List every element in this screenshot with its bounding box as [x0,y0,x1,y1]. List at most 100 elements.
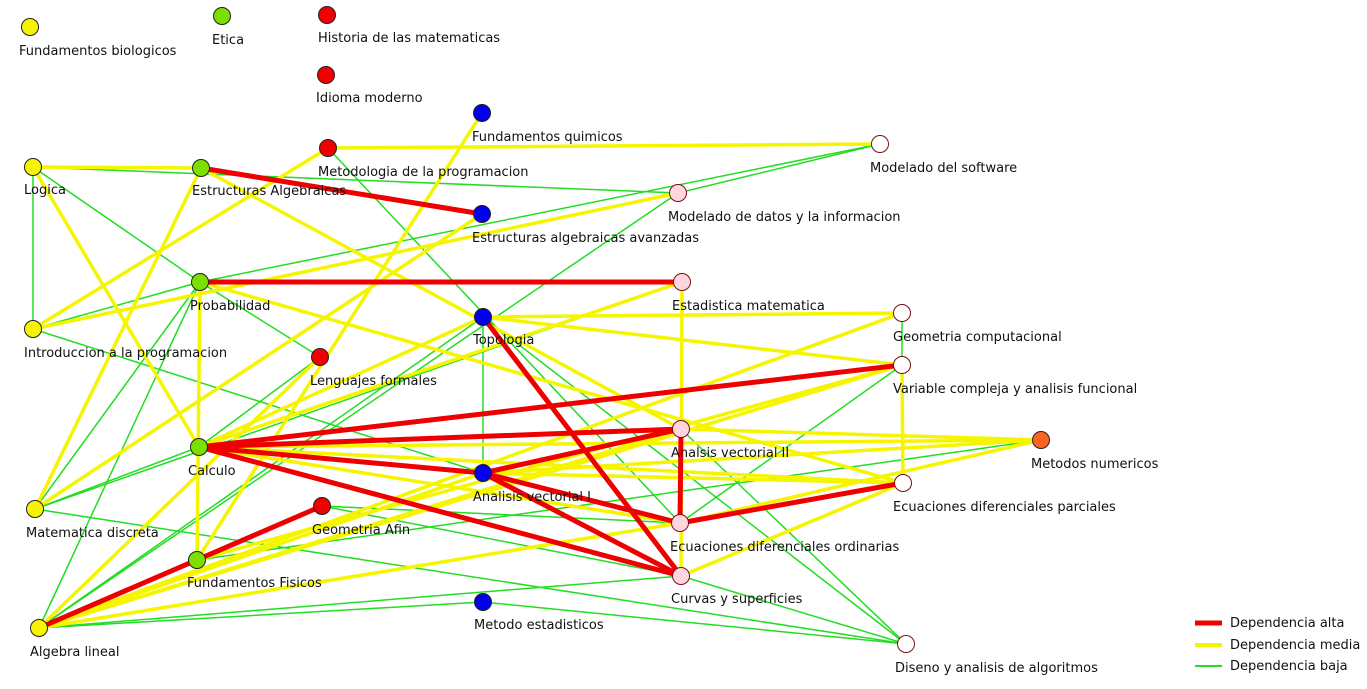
node-label-dis_alg: Diseno y analisis de algoritmos [895,661,1098,676]
node-fund_quim: Fundamentos quimicos [472,104,623,145]
node-estr_alg_av: Estructuras algebraicas avanzadas [472,205,699,246]
edge-low-probab-leng_form [199,281,321,358]
node-marker-estr_alg [192,159,210,177]
edge-medium-an_vect1-ec_parc [481,471,905,485]
node-calculo: Calculo [188,438,236,479]
node-label-leng_form: Lenguajes formales [310,374,437,389]
edge-high-calculo-an_vect1 [196,444,486,476]
edge-medium-an_vect1-alg_lin [37,471,485,630]
edge-high-calculo-an_vect2 [196,426,684,450]
node-marker-geo_afin [313,497,331,515]
edge-high-alg_lin-geo_afin [36,503,325,631]
edge-medium-an_vect2-met_num [679,427,1043,442]
edge-medium-calculo-ec_ord [197,445,682,525]
node-label-estr_alg: Estructuras Algebraicas [192,184,346,199]
node-marker-ec_parc [894,474,912,492]
node-mod_datos: Modelado de datos y la informacion [668,184,901,225]
node-marker-logica [24,158,42,176]
edge-medium-topologia-geo_comp [481,311,904,319]
legend-label-low: Dependencia baja [1230,659,1348,674]
node-marker-var_comp [893,356,911,374]
node-ec_ord: Ecuaciones diferenciales ordinarias [670,514,899,555]
node-marker-est_mat [673,273,691,291]
node-marker-intro_prog [24,320,42,338]
node-label-met_num: Metodos numericos [1031,457,1159,472]
node-an_vect1: Analisis vectorial I [473,464,591,505]
edge-medium-var_comp-ec_parc [900,363,905,485]
node-dis_alg: Diseno y analisis de algoritmos [895,635,1098,676]
node-label-ec_parc: Ecuaciones diferenciales parciales [893,500,1116,515]
node-marker-fund_bio [21,18,39,36]
edge-low-geo_afin-curvas [321,505,682,577]
node-marker-ec_ord [671,514,689,532]
node-ec_parc: Ecuaciones diferenciales parciales [893,474,1116,515]
node-label-geo_afin: Geometria Afin [312,523,410,538]
edge-low-leng_form-calculo [198,356,321,448]
node-label-mod_soft: Modelado del software [870,161,1017,176]
node-label-estr_alg_av: Estructuras algebraicas avanzadas [472,231,699,246]
node-met_est: Metodo estadisticos [474,593,604,633]
node-geo_comp: Geometria computacional [893,304,1062,345]
edge-medium-logica-calculo [31,165,201,449]
node-marker-an_vect2 [672,420,690,438]
node-marker-met_est [474,593,492,611]
edge-high-an_vect1-an_vect2 [480,426,684,476]
edge-medium-met_num-ec_ord [678,438,1043,525]
node-label-var_comp: Variable compleja y analisis funcional [893,382,1137,397]
node-etica: Etica [212,7,244,48]
node-logica: Logica [24,158,66,198]
node-estr_alg: Estructuras Algebraicas [192,159,346,199]
node-label-fund_quim: Fundamentos quimicos [472,130,623,145]
node-marker-geo_comp [893,304,911,322]
node-label-est_mat: Estadistica matematica [672,299,825,314]
edge-medium-probab-ec_parc [198,280,905,485]
edge-medium-met_prog-mod_soft [326,142,882,150]
legend-label-high: Dependencia alta [1230,616,1345,631]
node-label-mod_datos: Modelado de datos y la informacion [668,210,901,225]
edge-low-mat_disc-dis_alg [34,508,907,645]
edge-medium-mod_datos-intro_prog [31,191,680,331]
edge-high-an_vect1-ec_ord [480,470,683,526]
node-label-met_prog: Metodologia de la programacion [318,165,529,180]
node-marker-an_vect1 [474,464,492,482]
edge-high-an_vect1-curvas [480,470,684,579]
node-label-etica: Etica [212,33,244,48]
node-layer: Fundamentos biologicos Etica Historia de l… [19,6,1159,676]
node-marker-mat_disc [26,500,44,518]
node-label-logica: Logica [24,183,66,198]
node-label-probab: Probabilidad [190,299,270,314]
node-marker-idioma [317,66,335,84]
node-marker-alg_lin [30,619,48,637]
edge-low-mod_soft-probab [199,143,881,283]
edge-medium-estr_alg-mat_disc [33,166,203,511]
edge-medium-var_comp-fund_fis [195,363,904,562]
node-label-mat_disc: Matematica discreta [26,526,159,541]
node-marker-probab [191,273,209,291]
node-est_mat: Estadistica matematica [672,273,825,314]
node-marker-topologia [474,308,492,326]
node-marker-met_prog [319,139,337,157]
legend: Dependencia alta Dependencia media Depen… [1195,616,1360,674]
edge-low-fund_fis-met_num [196,439,1042,561]
edge-medium-estr_alg_av-mat_disc [33,212,484,511]
edge-low-an_vect2-dis_alg [680,428,907,645]
node-label-an_vect2: Analsis vectorial II [671,446,789,461]
node-marker-mod_datos [669,184,687,202]
node-marker-hist_mat [318,6,336,24]
edge-low-met_est-dis_alg [482,601,907,645]
edge-high-calculo-var_comp [196,362,905,450]
edge-high-estr_alg-estr_alg_av [198,165,485,217]
node-label-calculo: Calculo [188,464,236,479]
node-marker-fund_fis [188,551,206,569]
node-marker-dis_alg [897,635,915,653]
node-mod_soft: Modelado del software [870,135,1017,176]
node-label-an_vect1: Analisis vectorial I [473,490,591,505]
node-an_vect2: Analsis vectorial II [671,420,789,461]
node-fund_bio: Fundamentos biologicos [19,18,177,59]
edge-low-alg_lin-met_est [38,601,484,629]
edge-low-logica-mod_datos [32,166,679,194]
node-label-hist_mat: Historia de las matematicas [318,31,500,46]
node-label-idioma: Idioma moderno [316,91,423,106]
edge-high-an_vect2-ec_ord [677,426,684,526]
